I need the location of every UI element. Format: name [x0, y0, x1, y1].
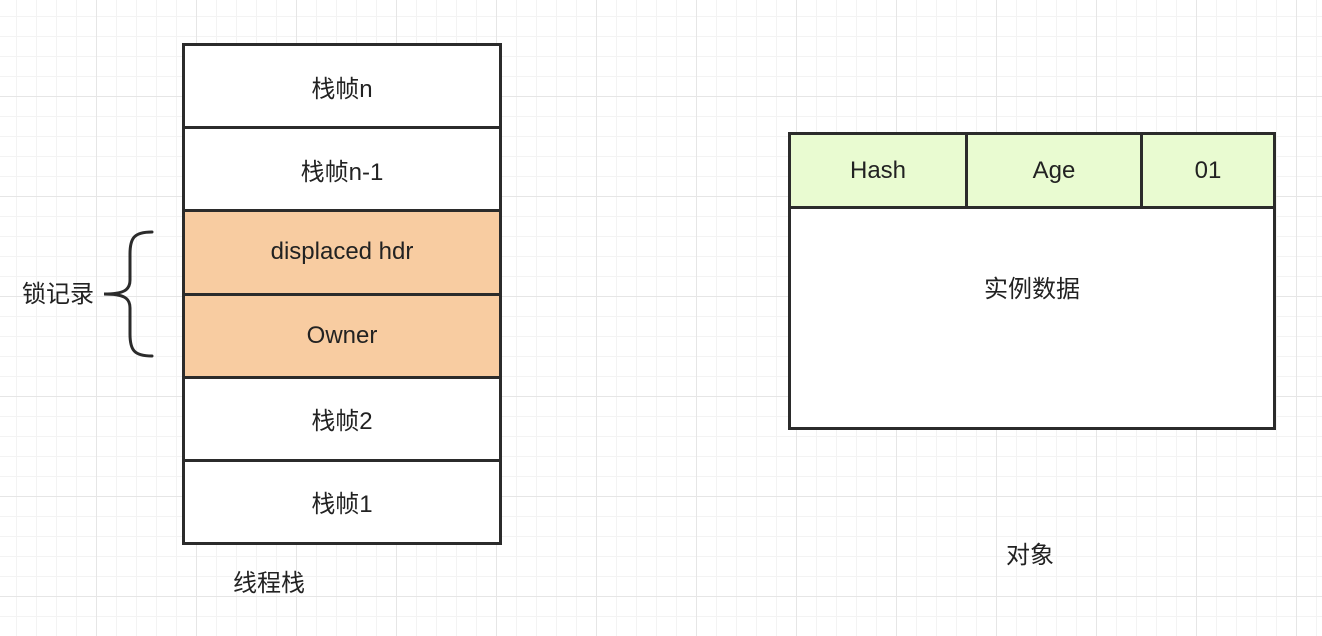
lock-record-owner: Owner	[185, 295, 499, 379]
stack-frame-n-minus-1: 栈帧n-1	[185, 129, 499, 213]
lock-record-brace	[103, 230, 154, 358]
mark-word-row: Hash Age 01	[791, 135, 1273, 209]
mark-word-hash-cell: Hash	[791, 135, 968, 206]
object-layout: Hash Age 01 实例数据	[788, 132, 1276, 430]
cell-label: Age	[1032, 156, 1076, 184]
mark-word-age-cell: Age	[968, 135, 1143, 206]
lock-record-label: 锁记录	[22, 281, 94, 308]
stack-frame-label: displaced hdr	[270, 238, 414, 266]
stack-frame-n: 栈帧n	[185, 46, 499, 130]
instance-data-area: 实例数据	[791, 209, 1273, 427]
thread-stack-caption: 线程栈	[233, 570, 305, 597]
stack-frame-label: 栈帧1	[311, 491, 373, 519]
lock-record-displaced-hdr: displaced hdr	[185, 212, 499, 296]
stack-frame-label: 栈帧2	[311, 408, 373, 436]
cell-label: Hash	[849, 156, 907, 184]
thread-stack: 栈帧n 栈帧n-1 displaced hdr Owner 栈帧2 栈帧1	[182, 43, 502, 545]
stack-frame-label: 栈帧n	[311, 75, 373, 103]
stack-frame-1: 栈帧1	[185, 462, 499, 542]
mark-word-lock-flag-cell: 01	[1143, 135, 1273, 206]
stack-frame-label: Owner	[306, 321, 378, 349]
object-caption: 对象	[1006, 542, 1054, 569]
stack-frame-2: 栈帧2	[185, 379, 499, 462]
cell-label: 01	[1194, 156, 1222, 184]
instance-data-label: 实例数据	[984, 276, 1080, 303]
stack-frame-label: 栈帧n-1	[300, 158, 384, 186]
